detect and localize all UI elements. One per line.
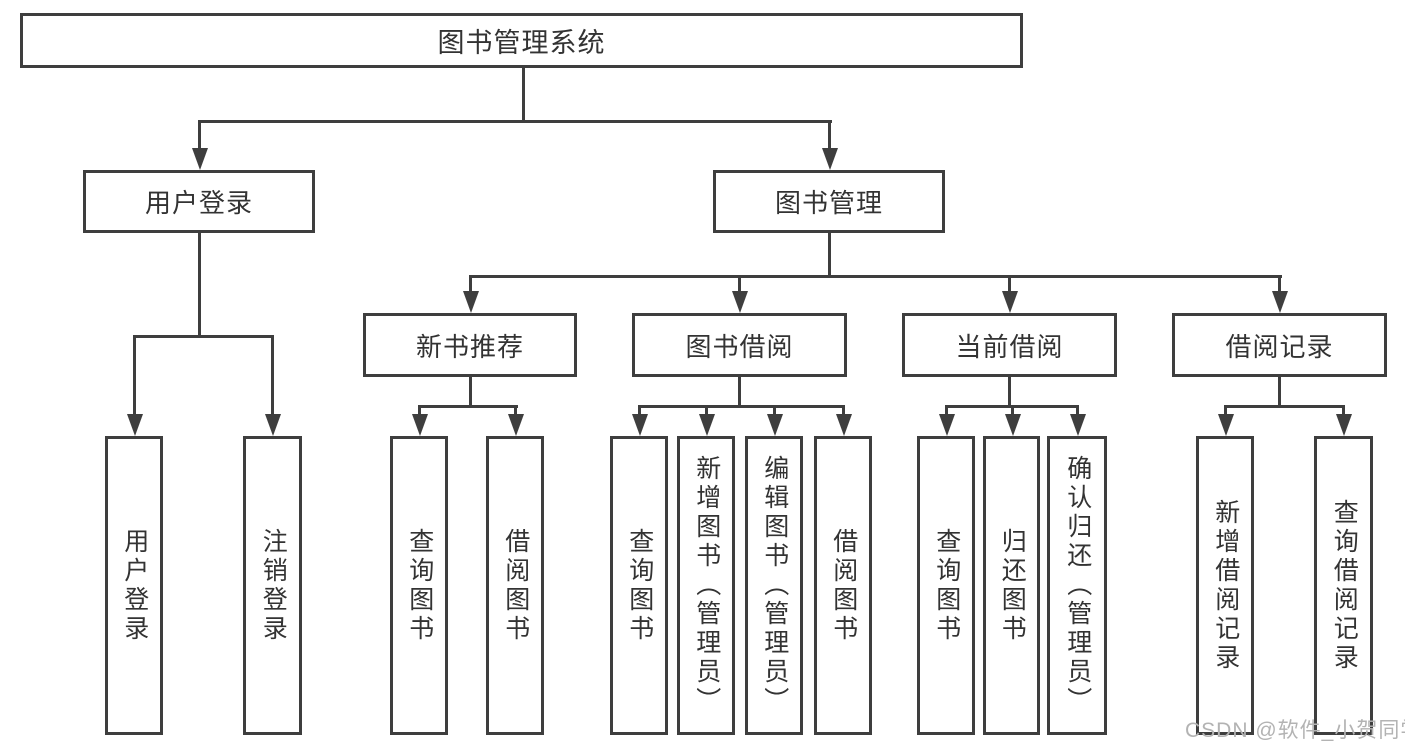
connector-line — [522, 68, 525, 120]
connector-line — [738, 275, 741, 293]
node-new-book-recommendation: 新书推荐 — [363, 313, 577, 377]
node-book-borrowing: 图书借阅 — [632, 313, 847, 377]
leaf-user-login: 用户登录 — [105, 436, 163, 735]
arrowhead-down-icon — [126, 414, 143, 436]
arrowhead-down-icon — [264, 414, 281, 436]
connector-line — [1224, 405, 1227, 416]
connector-line — [773, 405, 776, 416]
connector-line — [198, 233, 201, 335]
connector-line — [828, 233, 831, 275]
csdn-watermark: CSDN @软件_小贺同学 — [1185, 719, 1405, 742]
arrowhead-down-icon — [731, 291, 748, 313]
connector-line — [828, 120, 831, 150]
node-current-borrowing: 当前借阅 — [902, 313, 1117, 377]
arrowhead-down-icon — [411, 414, 428, 436]
connector-line — [1008, 275, 1011, 293]
leaf-add-borrow-record: 新增借阅记录 — [1196, 436, 1254, 735]
leaf-query-books-borrowing: 查询图书 — [610, 436, 668, 735]
arrowhead-down-icon — [698, 414, 715, 436]
arrowhead-down-icon — [1271, 291, 1288, 313]
connector-line — [738, 377, 741, 405]
connector-line — [514, 405, 517, 416]
leaf-query-books-recommend: 查询图书 — [390, 436, 448, 735]
leaf-return-book: 归还图书 — [983, 436, 1040, 735]
connector-line — [418, 405, 421, 416]
node-book-management: 图书管理 — [713, 170, 945, 233]
leaf-query-borrow-record: 查询借阅记录 — [1314, 436, 1373, 735]
arrowhead-down-icon — [1001, 291, 1018, 313]
node-user-login: 用户登录 — [83, 170, 315, 233]
arrowhead-down-icon — [462, 291, 479, 313]
connector-line — [271, 335, 274, 415]
leaf-query-books-current: 查询图书 — [917, 436, 975, 735]
arrowhead-down-icon — [938, 414, 955, 436]
connector-line — [638, 405, 845, 408]
arrowhead-down-icon — [191, 148, 208, 170]
connector-line — [133, 335, 136, 415]
connector-line — [469, 275, 1282, 278]
arrowhead-down-icon — [766, 414, 783, 436]
connector-line — [133, 335, 274, 338]
connector-line — [469, 377, 472, 405]
connector-line — [198, 120, 201, 150]
connector-line — [1278, 275, 1281, 293]
arrowhead-down-icon — [835, 414, 852, 436]
connector-line — [1224, 405, 1345, 408]
connector-line — [638, 405, 641, 416]
connector-line — [198, 120, 832, 123]
connector-line — [1008, 377, 1011, 405]
node-borrowing-records: 借阅记录 — [1172, 313, 1387, 377]
connector-line — [945, 405, 948, 416]
connector-line — [418, 405, 518, 408]
node-library-management-system: 图书管理系统 — [20, 13, 1023, 68]
connector-line — [705, 405, 708, 416]
arrowhead-down-icon — [1335, 414, 1352, 436]
arrowhead-down-icon — [1217, 414, 1234, 436]
connector-line — [1342, 405, 1345, 416]
connector-line — [1076, 405, 1079, 416]
leaf-logout: 注销登录 — [243, 436, 302, 735]
leaf-borrow-books-recommend: 借阅图书 — [486, 436, 544, 735]
arrowhead-down-icon — [1069, 414, 1086, 436]
leaf-edit-book-admin: 编辑图书（管理员） — [745, 436, 803, 735]
leaf-confirm-return-admin: 确认归还（管理员） — [1047, 436, 1107, 735]
leaf-borrow-books-borrowing: 借阅图书 — [814, 436, 872, 735]
arrowhead-down-icon — [821, 148, 838, 170]
connector-line — [842, 405, 845, 416]
connector-line — [469, 275, 472, 293]
arrowhead-down-icon — [1004, 414, 1021, 436]
arrowhead-down-icon — [507, 414, 524, 436]
connector-line — [1011, 405, 1014, 416]
leaf-add-book-admin: 新增图书（管理员） — [677, 436, 735, 735]
connector-line — [1278, 377, 1281, 405]
arrowhead-down-icon — [631, 414, 648, 436]
